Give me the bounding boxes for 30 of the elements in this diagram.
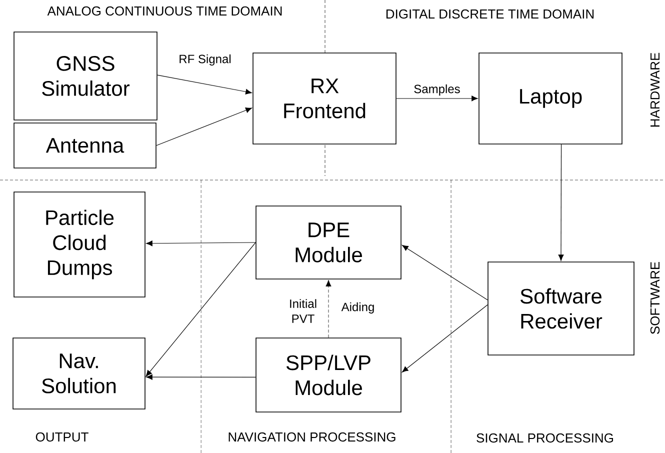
section-label: HARDWARE bbox=[650, 52, 660, 127]
arrow bbox=[146, 242, 256, 377]
edge-label: RF Signal bbox=[178, 53, 232, 67]
section-label: ANALOG CONTINUOUS TIME DOMAIN bbox=[47, 6, 282, 16]
process-box: Antenna bbox=[14, 122, 156, 168]
section-label: SIGNAL PROCESSING bbox=[476, 433, 613, 443]
arrow bbox=[402, 304, 488, 372]
annotation-label: Aiding bbox=[341, 302, 374, 314]
arrow bbox=[396, 96, 478, 102]
arrow bbox=[156, 108, 252, 146]
process-box: Laptop bbox=[478, 52, 622, 144]
process-box: RX Frontend bbox=[252, 52, 396, 144]
arrow bbox=[326, 280, 332, 338]
process-box: DPE Module bbox=[256, 206, 402, 280]
process-box: Nav. Solution bbox=[12, 338, 146, 410]
arrow bbox=[157, 74, 252, 94]
process-box: Particle Cloud Dumps bbox=[14, 192, 146, 298]
process-box: Software Receiver bbox=[488, 262, 634, 356]
edge-label: Initial PVT bbox=[282, 298, 324, 324]
edge-label: Samples bbox=[412, 83, 462, 97]
process-box: GNSS Simulator bbox=[14, 32, 158, 120]
section-label: OUTPUT bbox=[36, 432, 88, 442]
section-label: DIGITAL DISCRETE TIME DOMAIN bbox=[386, 9, 594, 19]
arrow bbox=[558, 144, 564, 261]
section-label: SOFTWARE bbox=[650, 262, 660, 334]
arrow bbox=[146, 374, 256, 380]
section-label: NAVIGATION PROCESSING bbox=[228, 432, 396, 442]
arrow bbox=[146, 240, 256, 246]
process-box: SPP/LVP Module bbox=[256, 338, 402, 412]
arrow bbox=[402, 245, 488, 300]
